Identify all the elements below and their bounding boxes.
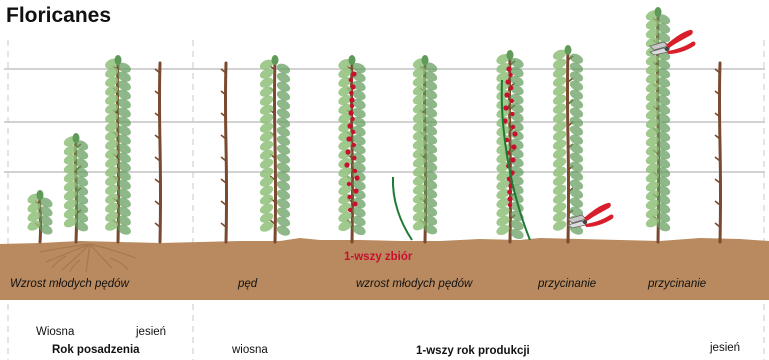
stage-label-pruning-1: przycinanie <box>538 278 596 290</box>
plant-cane <box>644 7 672 242</box>
year-label-production: 1-wszy rok produkcji <box>416 345 530 357</box>
plant-cane <box>715 63 721 242</box>
young-cane <box>393 177 412 240</box>
stage-label-cane: pęd <box>238 278 257 290</box>
season-autumn-planting: jesień <box>136 326 166 338</box>
season-autumn-production: jesień <box>710 342 740 354</box>
plant-cane <box>258 55 291 242</box>
stage-label-young-growth-2: wzrost młodych pędów <box>356 278 472 290</box>
stage-label-young-growth: Wzrost młodych pędów <box>10 278 129 290</box>
plant-cane <box>26 190 54 242</box>
harvest-label: 1-wszy zbiór <box>344 251 412 263</box>
soil-ground <box>0 238 769 300</box>
diagram-title: Floricanes <box>6 4 111 28</box>
plant-cane <box>62 133 90 242</box>
stage-label-pruning-2: przycinanie <box>648 278 706 290</box>
plant-cane <box>551 45 584 242</box>
year-label-planting: Rok posadzenia <box>52 344 140 356</box>
season-spring-production: wiosna <box>232 344 268 356</box>
plant-cane <box>337 55 367 242</box>
plant-cane <box>411 55 439 242</box>
season-spring-planting: Wiosna <box>36 326 74 338</box>
plant-cane <box>155 63 161 242</box>
plant-cane <box>221 63 227 242</box>
plant-cane <box>103 55 132 242</box>
